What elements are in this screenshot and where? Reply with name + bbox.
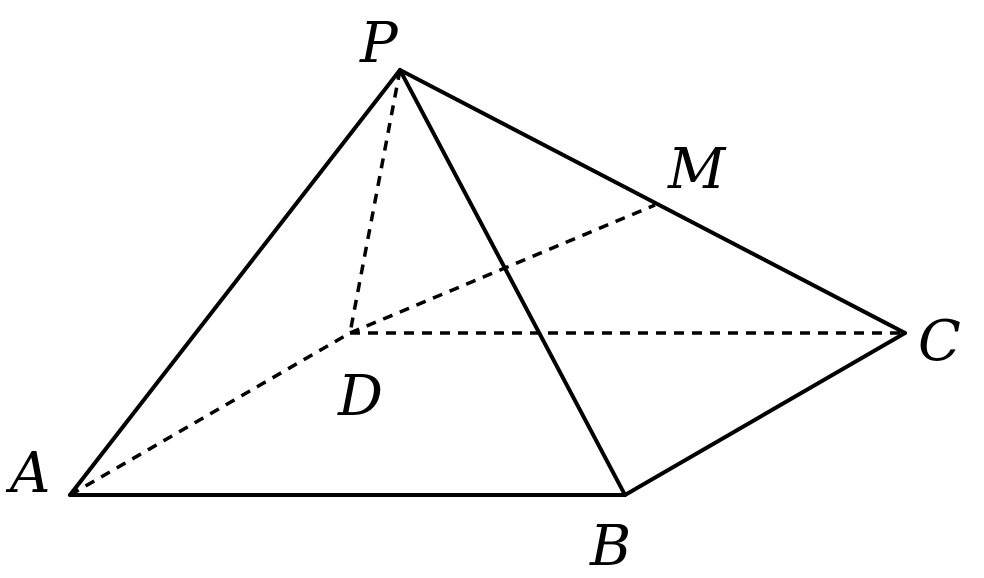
label-m: M (667, 137, 727, 202)
edge-pc (398, 68, 907, 335)
label-c: C (918, 309, 961, 374)
label-a: A (5, 441, 50, 506)
edge-bc (623, 331, 907, 497)
segment-dm-dashed (349, 203, 656, 335)
label-b: B (589, 514, 631, 578)
edge-ad-dashed (69, 331, 351, 497)
edge-pb (398, 68, 627, 497)
edge-pd-dashed (348, 69, 402, 334)
label-d: D (337, 364, 383, 429)
edge-pa (68, 68, 402, 497)
label-p: P (359, 11, 399, 76)
